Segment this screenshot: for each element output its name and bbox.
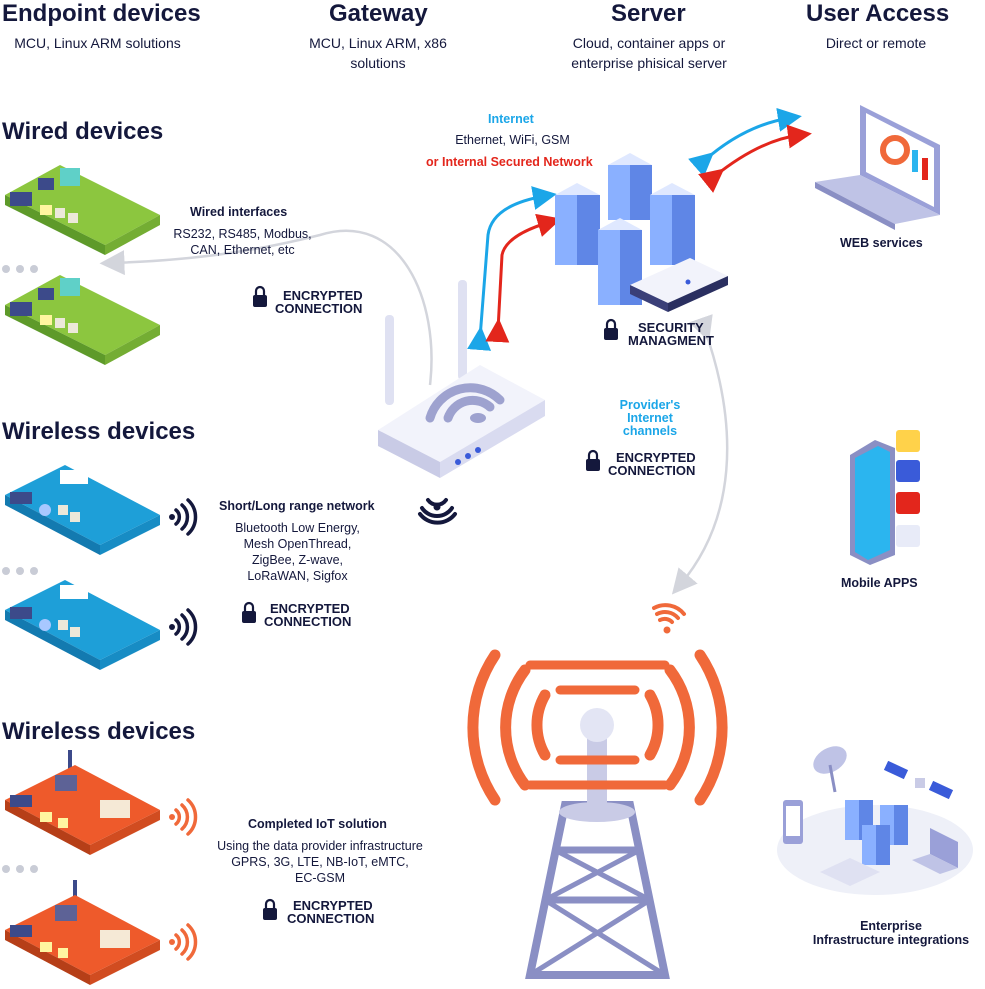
tower-wifi-icon [652, 603, 686, 634]
subtitle-server: Cloud, container apps or enterprise phis… [571, 35, 727, 71]
connection-word: CONNECTION [287, 911, 375, 926]
iot-line-3: EC-GSM [295, 871, 345, 885]
wifi-icon [169, 498, 198, 646]
header-user-access: User Access [806, 0, 950, 27]
connection-word: CONNECTION [264, 614, 352, 629]
internet-channels: Ethernet, WiFi, GSM [455, 133, 570, 147]
encrypted-word: ENCRYPTED [270, 601, 350, 616]
wireless-board-2 [5, 580, 160, 670]
gateway-wifi-icon [418, 498, 457, 525]
wireless-board-1 [5, 465, 160, 555]
iot-title: Completed IoT solution [248, 817, 387, 831]
provider-line-2: Internet [627, 411, 673, 425]
wired-interfaces-line-2: CAN, Ethernet, etc [190, 243, 295, 257]
enterprise-line-1: Enterprise [860, 919, 922, 933]
more-devices-dots-3 [2, 860, 44, 878]
subtitle-gateway: MCU, Linux ARM, x86 solutions [309, 35, 447, 71]
section-wireless-devices-2: Wireless devices [2, 718, 196, 745]
mobile-apps-label: Mobile APPS [841, 576, 918, 590]
laptop-icon [815, 105, 940, 230]
lock-icon [242, 285, 618, 920]
encrypted-word: ENCRYPTED [283, 288, 363, 303]
internet-title: Internet [488, 112, 534, 126]
security-management-label: SECURITY MANAGMENT [628, 320, 714, 347]
provider-line-3: channels [622, 424, 678, 438]
encrypted-label-wired: ENCRYPTED CONNECTION [275, 288, 363, 315]
section-wired-devices: Wired devices [2, 118, 164, 145]
phone-icon [850, 430, 920, 565]
header-endpoint-devices: Endpoint devices [2, 0, 201, 27]
header-server: Server [611, 0, 686, 27]
cellular-signal-icon [169, 798, 198, 961]
short-long-line-2: Mesh OpenThread, [243, 537, 352, 551]
wired-board-2 [5, 275, 160, 365]
managment-word: MANAGMENT [628, 333, 714, 348]
connection-word: CONNECTION [275, 301, 363, 316]
provider-connection-line [671, 314, 729, 595]
iot-line-2: GPRS, 3G, LTE, NB-IoT, eMTC, [231, 855, 409, 869]
cellular-board-2 [5, 880, 160, 985]
server-icon [555, 153, 728, 312]
iot-line-1: Using the data provider infrastructure [217, 839, 423, 853]
tower-icon [525, 708, 670, 979]
enterprise-label: Enterprise Infrastructure integrations [800, 919, 982, 947]
web-services-label: WEB services [840, 236, 923, 250]
encrypted-word: ENCRYPTED [616, 450, 696, 465]
encrypted-word: ENCRYPTED [293, 898, 373, 913]
tower-signal-rings [467, 649, 728, 806]
encrypted-label-provider: ENCRYPTED CONNECTION [608, 450, 696, 477]
security-word: SECURITY [638, 320, 704, 335]
cellular-board-1 [5, 750, 160, 855]
subtitle-endpoint: MCU, Linux ARM solutions [14, 35, 181, 51]
short-long-line-4: LoRaWAN, Sigfox [247, 569, 348, 583]
satellite-icon [777, 746, 973, 895]
short-long-line-1: Bluetooth Low Energy, [235, 521, 360, 535]
section-wireless-devices-1: Wireless devices [2, 418, 196, 445]
wired-board-1 [5, 165, 160, 255]
more-devices-dots-2 [2, 562, 44, 580]
internal-network-label: or Internal Secured Network [426, 155, 593, 169]
subtitle-user-access: Direct or remote [825, 35, 927, 51]
provider-channels-label: Provider's Internet channels [610, 399, 690, 438]
more-devices-dots-1 [2, 260, 44, 278]
wired-connection-line [99, 229, 433, 386]
router-icon [378, 280, 545, 478]
enterprise-line-2: Infrastructure integrations [812, 933, 970, 947]
encrypted-label-wireless: ENCRYPTED CONNECTION [264, 601, 351, 628]
short-long-title: Short/Long range network [219, 499, 375, 513]
provider-line-1: Provider's [619, 398, 681, 412]
short-long-list: Bluetooth Low Energy, Mesh OpenThread, Z… [220, 520, 375, 584]
connection-word: CONNECTION [608, 463, 696, 478]
short-long-line-3: ZigBee, Z-wave, [251, 553, 343, 567]
wired-interfaces-line-1: RS232, RS485, Modbus, [173, 227, 312, 241]
header-gateway: Gateway [329, 0, 428, 27]
iot-list: Using the data provider infrastructure G… [200, 838, 440, 886]
wired-interfaces-list: RS232, RS485, Modbus, CAN, Ethernet, etc [160, 226, 325, 258]
wired-interfaces-title: Wired interfaces [190, 205, 288, 219]
encrypted-label-iot: ENCRYPTED CONNECTION [287, 898, 374, 925]
